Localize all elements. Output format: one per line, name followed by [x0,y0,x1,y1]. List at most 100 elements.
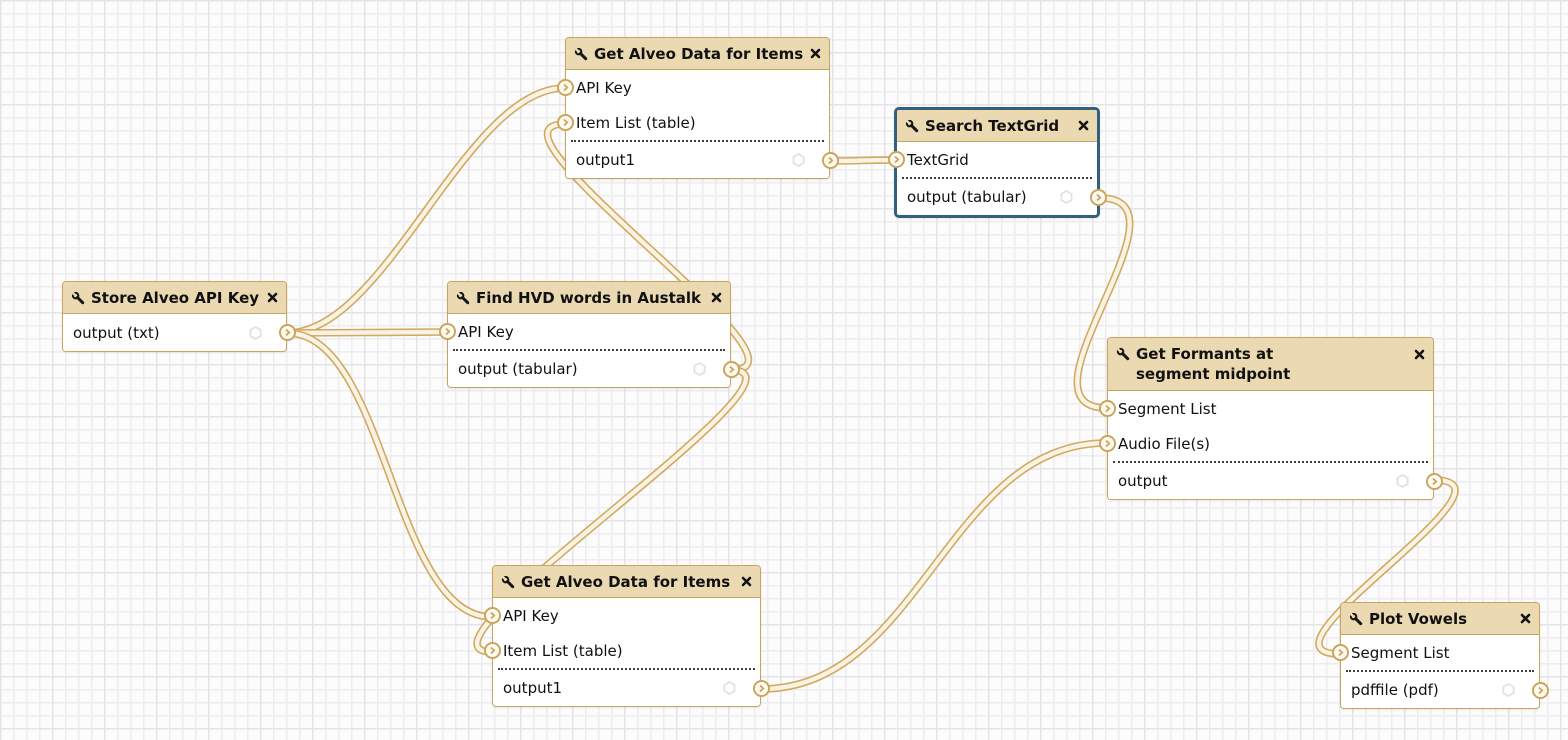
output-label: output [1118,472,1168,490]
io-separator [453,349,725,351]
io-separator [498,668,755,670]
hexagon-callout-icon[interactable] [1501,683,1516,698]
output-row: output (txt) [63,314,296,351]
node-search-textgrid[interactable]: Search TextGrid TextGrid output (tabular… [887,107,1107,218]
output-port[interactable] [278,324,296,341]
node-header[interactable]: Get Alveo Data for Items [566,38,829,70]
output-port[interactable] [1089,188,1107,206]
node-header[interactable]: Get Alveo Data for Items [493,566,760,598]
output-label: output (tabular) [907,188,1027,206]
output-row: output (tabular) [897,179,1107,215]
io-separator [1113,461,1428,463]
wrench-icon [574,46,588,61]
input-row: Segment List [1098,391,1433,426]
input-row: API Key [438,314,730,349]
input-label: API Key [503,606,559,625]
input-port[interactable] [483,642,501,659]
node-store-alveo-api-key[interactable]: Store Alveo API Key output (txt) [62,281,296,352]
output-label: output (tabular) [458,360,578,378]
output-row: pdffile (pdf) [1341,672,1549,708]
close-icon[interactable] [267,292,278,303]
io-separator [571,140,824,142]
node-title: Search TextGrid [925,116,1060,135]
output-label: pdffile (pdf) [1351,681,1439,699]
node-header[interactable]: Get Formants at segment midpoint [1108,338,1433,391]
input-row: Audio File(s) [1098,426,1433,461]
input-port[interactable] [483,607,501,624]
node-get-alveo-data-top[interactable]: Get Alveo Data for Items API Key Item Li… [556,37,839,179]
output-label: output (txt) [73,323,160,342]
input-row: Item List (table) [556,105,829,140]
node-get-formants[interactable]: Get Formants at segment midpoint Segment… [1098,337,1443,500]
node-header[interactable]: Find HVD words in Austalk [448,282,730,314]
connection-store-to-findhvd-apikey [283,328,451,337]
node-title: Get Alveo Data for Items [594,44,804,63]
output-port[interactable] [722,360,740,378]
node-plot-vowels[interactable]: Plot Vowels Segment List pdffile (pdf) [1331,602,1549,709]
close-icon[interactable] [1078,120,1089,131]
node-find-hvd-words[interactable]: Find HVD words in Austalk API Key output… [438,281,740,388]
input-port[interactable] [438,323,456,340]
node-title: Get Alveo Data for Items [521,572,731,591]
node-header[interactable]: Plot Vowels [1341,603,1539,635]
input-row: TextGrid [887,142,1097,177]
output-row: output [1108,463,1443,499]
wrench-icon [1116,347,1130,361]
node-title: Plot Vowels [1369,609,1468,628]
input-row: Item List (table) [483,633,760,668]
output-port[interactable] [752,679,770,697]
input-label: API Key [576,78,632,97]
hexagon-callout-icon[interactable] [692,362,707,377]
connection-searchtextgrid-to-formants-segmentlist [1073,194,1134,412]
input-label: Segment List [1118,399,1217,418]
wrench-icon [905,118,919,133]
output-port[interactable] [1425,472,1443,490]
close-icon[interactable] [1414,349,1425,360]
output-row: output (tabular) [448,351,740,387]
output-port[interactable] [1531,681,1549,699]
input-label: TextGrid [907,150,969,169]
node-title: Find HVD words in Austalk [476,288,701,307]
input-port[interactable] [1331,644,1349,661]
input-port[interactable] [556,114,574,131]
node-get-alveo-data-bottom[interactable]: Get Alveo Data for Items API Key Item Li… [483,565,770,707]
wrench-icon [501,574,515,589]
node-title: Store Alveo API Key [91,288,260,307]
input-label: Item List (table) [503,641,623,660]
hexagon-callout-icon[interactable] [722,681,737,696]
node-header[interactable]: Store Alveo API Key [63,282,286,314]
wrench-icon [1349,611,1363,626]
input-port[interactable] [1098,400,1116,417]
connection-store-to-getalveo-bottom-apikey [283,329,496,621]
input-label: Item List (table) [576,113,696,132]
close-icon[interactable] [810,48,821,59]
close-icon[interactable] [711,292,722,303]
input-port[interactable] [887,151,905,168]
input-label: API Key [458,322,514,341]
wrench-icon [71,290,85,305]
io-separator [1346,670,1534,672]
output-label: output1 [503,679,563,697]
wrench-icon [456,290,470,305]
node-header[interactable]: Search TextGrid [897,110,1097,142]
hexagon-callout-icon[interactable] [791,153,806,168]
output-label: output1 [576,151,636,169]
node-title: Get Formants at segment midpoint [1136,345,1291,383]
connection-formants-to-plotvowels-segmentlist [1315,476,1459,658]
input-label: Audio File(s) [1118,434,1211,453]
close-icon[interactable] [741,576,752,587]
connection-findhvd-to-getalveo-top-itemlist [543,120,753,374]
connection-getalveo-bottom-to-formants-audiofiles [757,439,1111,693]
output-row: output1 [493,670,770,706]
hexagon-callout-icon[interactable] [248,325,263,340]
io-separator [902,177,1092,179]
input-label: Segment List [1351,643,1450,662]
hexagon-callout-icon[interactable] [1395,474,1410,489]
input-port[interactable] [556,79,574,96]
output-port[interactable] [821,151,839,169]
input-port[interactable] [1098,435,1116,452]
close-icon[interactable] [1520,613,1531,624]
hexagon-callout-icon[interactable] [1059,190,1074,205]
output-row: output1 [566,142,839,178]
